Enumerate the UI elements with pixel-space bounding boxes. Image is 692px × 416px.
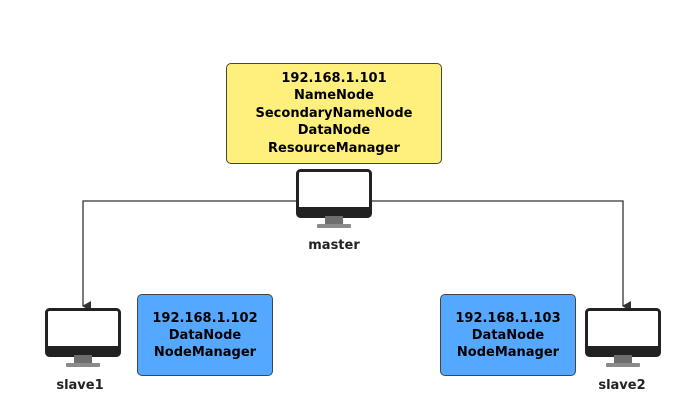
master-monitor-icon <box>296 169 372 228</box>
slave2-role-nodemanager: NodeManager <box>456 344 560 360</box>
slave2-ip: 192.168.1.103 <box>455 310 561 326</box>
slave1-ip: 192.168.1.102 <box>152 310 258 326</box>
connector-master-slave1 <box>82 200 298 311</box>
master-label: master <box>308 238 360 253</box>
connector-master-slave2 <box>370 200 631 311</box>
master-role-datanode: DataNode <box>297 123 371 139</box>
slave1-label: slave1 <box>56 378 104 393</box>
slave2-node-box: 192.168.1.103 DataNode NodeManager <box>440 294 576 376</box>
master-node-box: 192.168.1.101 NameNode SecondaryNameNode… <box>226 63 442 164</box>
slave2-monitor-icon <box>585 308 661 367</box>
slave1-role-nodemanager: NodeManager <box>153 344 257 360</box>
master-role-resourcemanager: ResourceManager <box>268 140 400 156</box>
slave2-role-datanode: DataNode <box>471 327 545 343</box>
master-role-namenode: NameNode <box>294 88 374 104</box>
slave1-node-box: 192.168.1.102 DataNode NodeManager <box>137 294 273 376</box>
slave1-monitor-icon <box>45 308 121 367</box>
master-role-secondarynamenode: SecondaryNameNode <box>255 105 413 121</box>
slave2-label: slave2 <box>598 378 646 393</box>
slave1-role-datanode: DataNode <box>168 327 242 343</box>
master-ip: 192.168.1.101 <box>281 70 387 86</box>
